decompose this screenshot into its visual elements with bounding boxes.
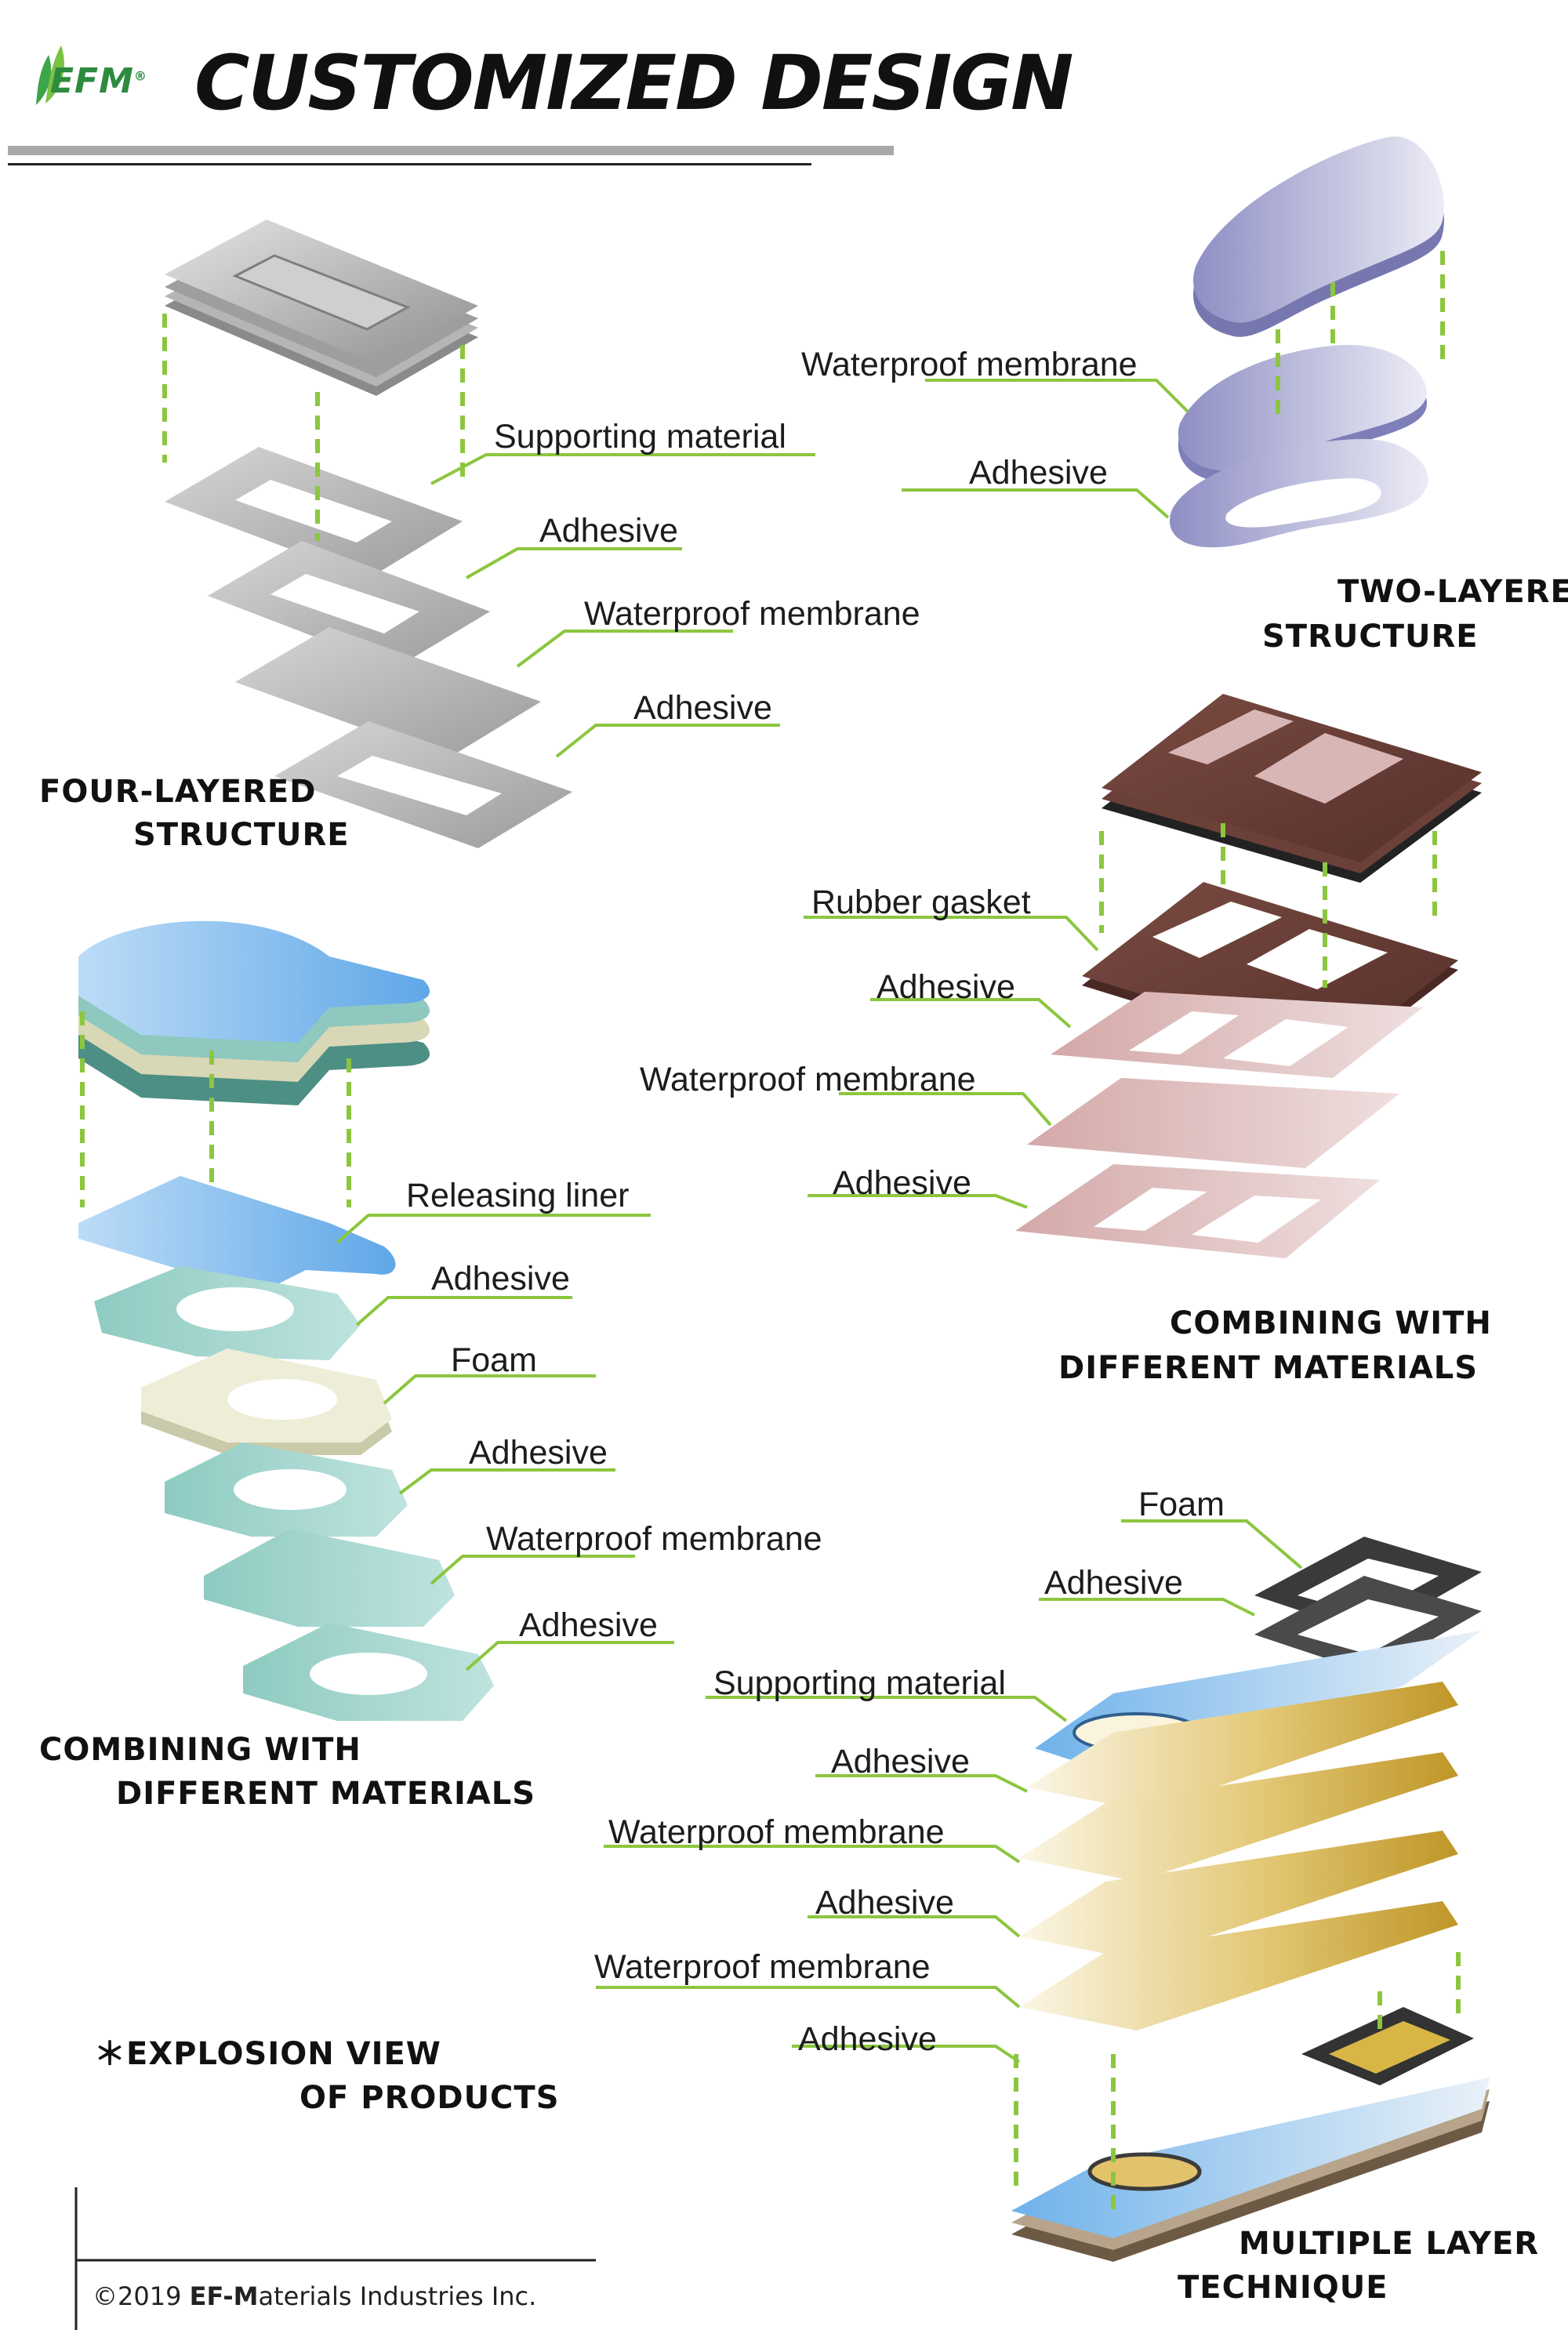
combining-right-heading-1: COMBINING WITH xyxy=(1170,1305,1492,1341)
two-layer-heading-1: TWO-LAYERED xyxy=(1338,574,1568,610)
four-layer-heading-1: FOUR-LAYERED xyxy=(39,774,317,810)
leader-lines xyxy=(336,379,1303,2063)
multiple-layer-label-5: Waterproof membrane xyxy=(608,1813,945,1851)
efm-logo-text: EFM® xyxy=(50,61,147,101)
copyright-footer: ©2019 EF-Materials Industries Inc. xyxy=(93,2281,537,2311)
multiple-layer-heading-1: MULTIPLE LAYER xyxy=(1239,2226,1540,2262)
combining-left-label-6: Adhesive xyxy=(519,1606,658,1644)
combining-left-label-4: Adhesive xyxy=(469,1434,608,1472)
explosion-view-note-2: OF PRODUCTS xyxy=(299,2080,560,2116)
multiple-layer-label-6: Adhesive xyxy=(815,1884,954,1922)
multiple-layer-label-3: Supporting material xyxy=(713,1664,1006,1702)
four-layer-label-3: Waterproof membrane xyxy=(584,595,920,633)
combining-right-label-2: Adhesive xyxy=(877,968,1015,1006)
explosion-view-note-1: ＊EXPLOSION VIEW xyxy=(94,2036,441,2072)
four-layer-heading-2: STRUCTURE xyxy=(133,817,350,853)
multiple-layer-label-7: Waterproof membrane xyxy=(594,1948,931,1986)
four-layer-label-2: Adhesive xyxy=(539,512,678,550)
header-rule-gray xyxy=(8,146,894,155)
combining-left-heading-1: COMBINING WITH xyxy=(39,1732,361,1768)
projection-lines xyxy=(80,251,1461,2219)
combining-left-label-2: Adhesive xyxy=(431,1260,570,1297)
four-layer-label-4: Adhesive xyxy=(633,689,772,727)
four-layer-diagram xyxy=(165,220,572,848)
multiple-layer-label-4: Adhesive xyxy=(831,1743,970,1780)
two-layer-heading-2: STRUCTURE xyxy=(1262,619,1479,655)
combining-left-label-1: Releasing liner xyxy=(406,1177,630,1214)
combining-left-heading-2: DIFFERENT MATERIALS xyxy=(116,1776,536,1812)
combining-left-label-5: Waterproof membrane xyxy=(486,1520,822,1558)
combining-right-label-3: Waterproof membrane xyxy=(640,1061,976,1098)
combining-right-label-4: Adhesive xyxy=(833,1164,971,1202)
combining-left-diagram xyxy=(78,920,494,1721)
two-layer-label-1: Waterproof membrane xyxy=(801,346,1138,383)
multiple-layer-label-2: Adhesive xyxy=(1044,1564,1183,1602)
multiple-layer-label-8: Adhesive xyxy=(798,2020,937,2058)
multiple-layer-heading-2: TECHNIQUE xyxy=(1178,2270,1388,2306)
multiple-layer-diagram xyxy=(1011,1537,1490,2262)
combining-right-heading-2: DIFFERENT MATERIALS xyxy=(1058,1350,1479,1386)
efm-logo-icon xyxy=(36,45,64,105)
combining-right-diagram xyxy=(1015,694,1482,1258)
four-layer-label-1: Supporting material xyxy=(494,418,786,455)
two-layer-label-2: Adhesive xyxy=(969,454,1108,492)
two-layer-diagram xyxy=(1170,136,1444,548)
multiple-layer-label-1: Foam xyxy=(1138,1486,1225,1523)
header-rule-black xyxy=(8,163,811,165)
page-title: CUSTOMIZED DESIGN xyxy=(194,39,1073,127)
combining-right-label-1: Rubber gasket xyxy=(811,884,1031,921)
combining-left-label-3: Foam xyxy=(451,1341,537,1379)
